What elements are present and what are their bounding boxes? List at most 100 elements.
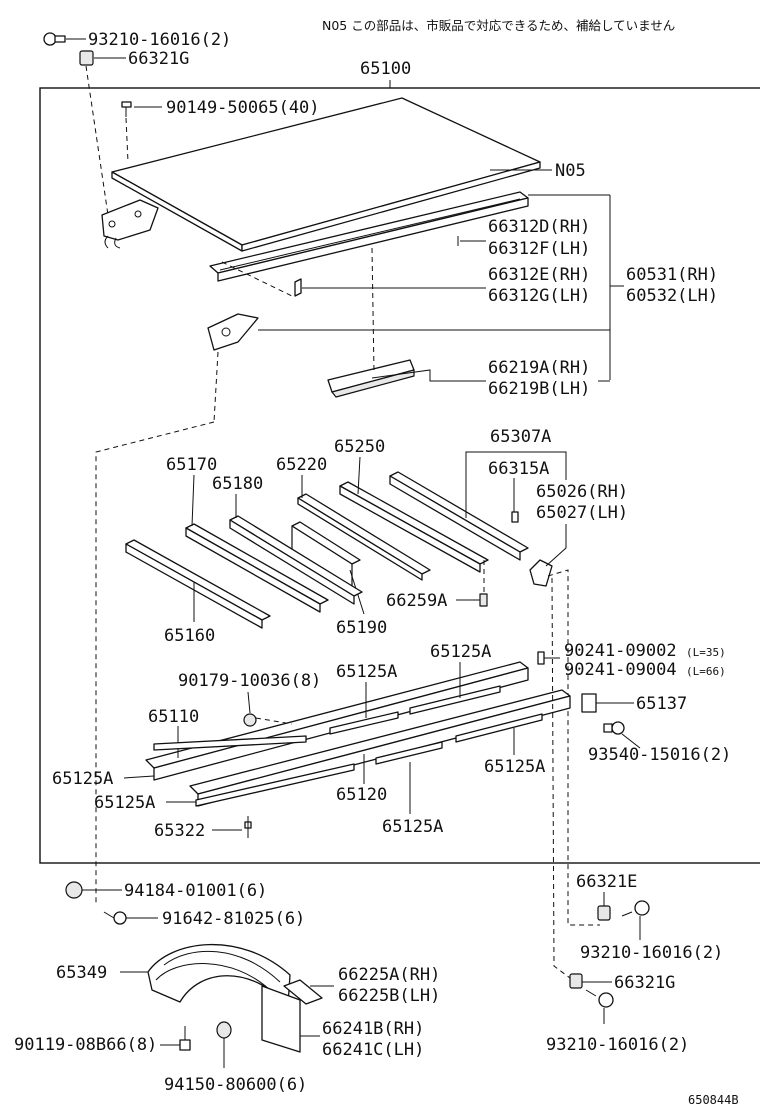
bolt-91642 [103,911,127,925]
label-N05: N05 [555,161,586,181]
clip-66315A [511,511,519,523]
bolt-90241 [537,651,560,665]
pin-66259A [479,593,488,607]
gusset-bracket [207,313,259,351]
label-90149: 90149-50065(40) [166,98,320,118]
label-60532: 60532(LH) [626,286,718,306]
label-90241a: 90241-09002 [564,641,677,661]
label-66219A: 66219A(RH) [488,358,590,378]
label-93210-top: 93210-16016(2) [88,30,231,50]
screw-90149 [121,101,132,117]
clip-66312E [294,278,302,297]
strip-65125A-c [153,735,307,751]
label-65160: 65160 [164,626,215,646]
label-66321G-top: 66321G [128,49,189,69]
supply-note: N05 この部品は、市販品で対応できるため、補給していません [322,18,675,33]
label-93210-bot: 93210-16016(2) [546,1035,689,1055]
label-90119: 90119-08B66(8) [14,1035,157,1055]
crossmember-65160 [125,539,271,629]
figure-code: 650844B [688,1093,739,1107]
screw-65322 [244,816,252,838]
crossmember-65026 [389,471,529,561]
floor-board-n05 [111,97,541,252]
label-94184: 94184-01001(6) [124,881,267,901]
bolt-93540 [603,721,625,735]
strip-65125A-b [409,685,501,715]
label-66219B: 66219B(LH) [488,379,590,399]
label-93540: 93540-15016(2) [588,745,731,765]
dash-gusset [213,351,219,423]
label-66241C: 66241C(LH) [322,1040,424,1060]
nut-66321E [597,905,611,921]
label-65125A-5: 65125A [484,757,545,777]
label-65120: 65120 [336,785,387,805]
dash-66321G-top [85,65,109,216]
label-66225B: 66225B(LH) [338,986,440,1006]
bolt-93210-top [43,32,66,46]
dash-rail-left [221,261,293,297]
label-66312E: 66312E(RH) [488,265,590,285]
strip-65125A-a [329,711,399,735]
label-66321G-bot: 66321G [614,973,675,993]
leader-65307A [465,451,567,518]
leader-93540 [621,733,641,749]
nut-66321G-bottom [569,973,583,989]
dash-66219 [371,247,375,373]
assembly-frame [39,87,760,864]
label-65125A-4: 65125A [94,793,155,813]
label-66241B: 66241B(RH) [322,1019,424,1039]
label-66312D: 66312D(RH) [488,217,590,237]
leader-65026 [545,524,567,567]
leader-65170 [191,474,195,527]
label-65180: 65180 [212,474,263,494]
leader-90179 [247,691,251,714]
crossmember-65180 [229,515,363,605]
label-93210-mid: 93210-16016(2) [580,943,723,963]
label-65110: 65110 [148,707,199,727]
crossmember-65250 [339,481,489,573]
label-65026: 65026(RH) [536,482,628,502]
label-60531: 60531(RH) [626,265,718,285]
label-90241b-len: (L=66) [686,665,726,678]
bracket-66225 [283,979,323,1005]
label-65250: 65250 [334,437,385,457]
side-rail-66312 [209,191,529,282]
label-65349: 65349 [56,963,107,983]
mudguard-65349 [147,943,291,1006]
strip-65125A-d [195,763,355,807]
label-65027: 65027(LH) [536,503,628,523]
dash-90149 [125,117,129,163]
label-94150: 94150-80600(6) [164,1075,307,1095]
label-66315A: 66315A [488,459,549,479]
label-65190: 65190 [336,618,387,638]
strip-65125A-e [375,741,443,765]
bracket-left-top [101,199,159,249]
bolt-93210-mid [621,900,650,917]
crossmember-65170 [185,523,329,613]
dash-66321G-bot [551,577,571,979]
label-65307A: 65307A [490,427,551,447]
strip-65125A-f [455,713,543,743]
nut-66321G-top [79,50,94,66]
label-65137: 65137 [636,694,687,714]
plate-65137 [581,693,597,713]
leader-65250 [357,456,361,495]
label-66321E: 66321E [576,872,637,892]
label-65322: 65322 [154,821,205,841]
label-90241a-len: (L=35) [686,646,726,659]
dash-left-long [95,421,215,905]
label-65125A-6: 65125A [382,817,443,837]
label-65125A-2: 65125A [430,642,491,662]
label-65170: 65170 [166,455,217,475]
bolt-93210-bottom [585,989,614,1008]
nut-94184 [65,881,83,899]
crossmember-65220 [297,493,431,581]
leader-65125A-3 [123,775,155,779]
label-66312G: 66312G(LH) [488,286,590,306]
dash-90179 [255,717,293,725]
label-65220: 65220 [276,455,327,475]
dash-right-long [547,569,600,926]
mudflap-66241 [261,985,301,1053]
label-66312F: 66312F(LH) [488,239,590,259]
